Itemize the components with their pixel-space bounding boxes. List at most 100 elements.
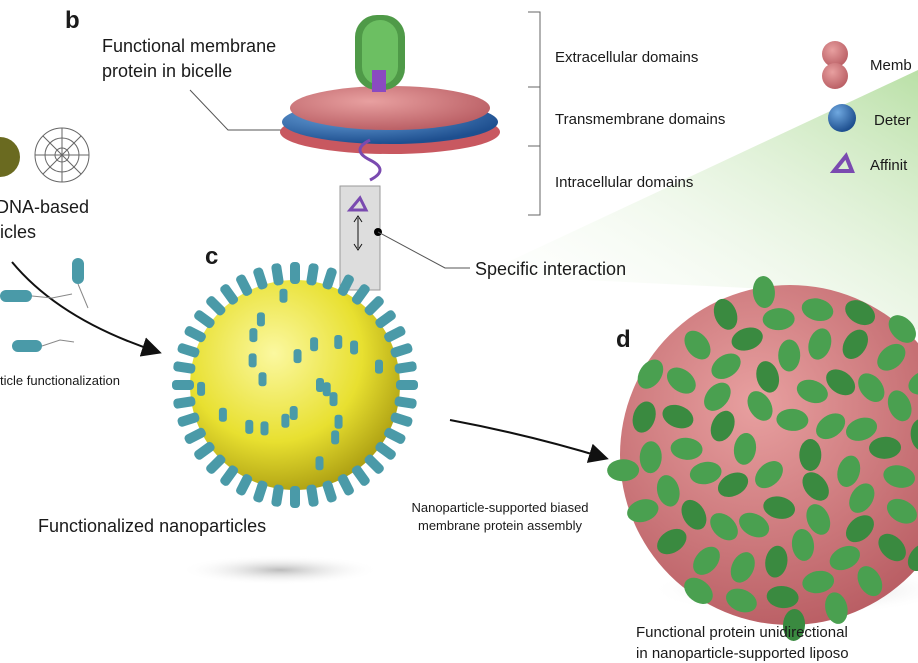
- membrane-protein: [752, 276, 775, 308]
- dna-stick: [236, 474, 253, 496]
- dna-stick: [322, 267, 337, 290]
- assembly-label-line2: membrane protein assembly: [418, 518, 583, 533]
- membrane-protein: [681, 499, 707, 530]
- membrane-protein: [825, 592, 848, 624]
- dna-stick: [310, 337, 319, 352]
- membrane-protein: [869, 436, 902, 459]
- shadow: [180, 555, 380, 585]
- membrane-protein: [607, 459, 640, 482]
- membrane-protein: [704, 382, 731, 411]
- assembly-arrow: [449, 419, 609, 463]
- dna-stick: [375, 441, 396, 460]
- extracellular-label: Extracellular domains: [555, 49, 698, 66]
- functionalization-arrow: [11, 261, 162, 357]
- interaction-leader-line: [377, 231, 470, 269]
- membrane-protein: [627, 499, 659, 523]
- membrane-protein: [849, 483, 875, 513]
- liposome-label-line1: Functional protein unidirectional: [636, 624, 848, 641]
- membrane-protein: [816, 413, 846, 440]
- dna-stick: [206, 454, 226, 474]
- dna-stick: [248, 353, 257, 368]
- membrane-protein: [907, 543, 918, 572]
- functionalization-label: ticle functionalization: [0, 373, 120, 388]
- liposome-label-line2: in nanoparticle-supported liposo: [636, 645, 849, 662]
- dna-stick: [364, 454, 384, 474]
- dna-stick: [331, 430, 340, 445]
- membrane-protein: [776, 408, 809, 431]
- affinity-tag-triangle-icon: [346, 195, 369, 212]
- dna-stick: [220, 284, 239, 305]
- membrane-protein: [733, 432, 757, 465]
- proteoliposome: [620, 285, 918, 625]
- detergent-sphere-icon: [828, 104, 856, 132]
- dna-stick: [172, 380, 194, 390]
- membrane-protein: [711, 353, 741, 379]
- dna-stick: [206, 296, 226, 316]
- dna-stick: [350, 340, 359, 355]
- membrane-protein: [637, 359, 664, 389]
- dna-stick: [253, 480, 268, 503]
- dna-stick: [279, 288, 288, 303]
- dna-stick: [177, 343, 200, 358]
- dna-coating: [172, 262, 418, 508]
- bicelle-label-line2: protein in bicelle: [102, 61, 232, 81]
- dna-stick: [281, 413, 290, 428]
- membrane-protein: [762, 308, 795, 331]
- membrane-protein: [717, 472, 749, 497]
- membrane-protein: [908, 370, 918, 395]
- panel-label-c: c: [205, 243, 218, 270]
- membrane-protein: [657, 528, 687, 555]
- membrane-protein: [763, 496, 795, 519]
- interaction-zone: [339, 185, 381, 291]
- membrane-protein: [910, 419, 918, 451]
- membrane-protein: [684, 330, 711, 360]
- membrane-protein: [857, 566, 883, 597]
- panel-label-d: d: [616, 326, 631, 353]
- membrane-protein: [730, 552, 755, 583]
- membrane-protein: [801, 298, 834, 322]
- functionalized-nanoparticle: [190, 280, 400, 490]
- membrane-protein: [883, 465, 915, 488]
- dna-stick: [197, 381, 206, 396]
- legend-detergent: Deter: [874, 112, 911, 129]
- dna-stick: [396, 380, 418, 390]
- membrane-protein: [799, 439, 822, 471]
- dna-stick: [315, 456, 324, 471]
- membrane-protein: [845, 515, 874, 543]
- membrane-protein: [796, 379, 828, 404]
- membrane-protein: [877, 343, 906, 371]
- dna-stick: [351, 284, 370, 305]
- membrane-protein: [782, 608, 806, 641]
- membrane-protein: [878, 533, 906, 562]
- dna-stick: [334, 335, 343, 350]
- dna-stick: [351, 465, 370, 486]
- dna-stick: [253, 267, 268, 290]
- membrane-protein: [662, 404, 694, 429]
- dna-stick: [289, 405, 298, 420]
- specific-interaction-label: Specific interaction: [475, 259, 626, 279]
- legend-membrane: Memb: [870, 57, 912, 74]
- assembly-label-line1: Nanoparticle-supported biased: [411, 500, 588, 515]
- dna-stick: [236, 274, 253, 296]
- dna-stick: [375, 310, 396, 329]
- dna-stick: [194, 310, 215, 329]
- membrane-protein: [684, 577, 713, 604]
- dna-stick: [394, 396, 417, 409]
- dna-stick: [173, 396, 196, 409]
- intracellular-label: Intracellular domains: [555, 174, 693, 191]
- particles-label: icles: [0, 222, 36, 242]
- membrane-protein: [858, 373, 885, 402]
- membrane-protein: [826, 369, 856, 396]
- dna-stick: [256, 312, 265, 327]
- dna-stick: [329, 392, 338, 407]
- dna-stick: [364, 296, 384, 316]
- dna-stick: [337, 274, 354, 296]
- dna-stick: [184, 326, 206, 343]
- functionalized-nanoparticles-label: Functionalized nanoparticles: [38, 516, 266, 536]
- dna-stick: [194, 441, 215, 460]
- membrane-protein: [739, 512, 770, 538]
- membrane-protein: [656, 475, 680, 507]
- dna-stick: [271, 484, 284, 507]
- membrane-protein: [842, 329, 868, 360]
